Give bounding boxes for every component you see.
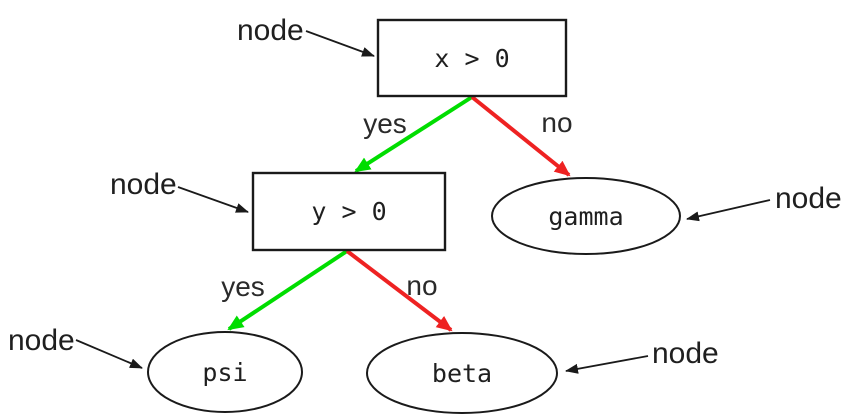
gamma-ellipse <box>491 177 681 255</box>
internal-label: y > 0 <box>311 197 386 226</box>
node-root: x > 0 <box>376 18 568 98</box>
root-label: x > 0 <box>434 44 509 73</box>
annotations: node node node node node <box>8 14 842 374</box>
psi-label: psi <box>202 358 247 387</box>
edge-internal-yes <box>227 249 349 331</box>
annotation-label-gamma: node <box>775 182 842 215</box>
node-gamma: gamma <box>491 177 681 255</box>
annotation-arrow-internal <box>177 186 249 213</box>
node-psi: psi <box>147 331 303 413</box>
beta-ellipse <box>366 332 558 414</box>
node-internal: y > 0 <box>251 171 447 252</box>
edge-label-root-no: no <box>541 107 572 138</box>
annotation-label-internal: node <box>110 168 177 201</box>
annotation-label-psi: node <box>8 324 75 357</box>
annotation-arrow-psi <box>75 339 143 369</box>
root-rectangle <box>376 18 568 98</box>
psi-ellipse <box>147 331 303 413</box>
internal-rectangle <box>251 171 447 252</box>
annotation-label-beta: node <box>652 337 719 370</box>
edge-root-yes <box>354 95 474 173</box>
annotation-arrow-gamma <box>686 199 771 222</box>
edges: yes no yes no <box>221 95 573 332</box>
edge-root-no <box>470 95 571 177</box>
edge-label-internal-no: no <box>406 270 437 301</box>
annotation-label-root: node <box>237 14 304 47</box>
edge-label-internal-yes: yes <box>221 271 265 302</box>
edge-label-root-yes: yes <box>363 108 407 139</box>
nodes: x > 0 y > 0 gamma psi beta <box>147 18 681 414</box>
annotation-arrow-beta <box>565 355 649 374</box>
gamma-label: gamma <box>548 202 623 231</box>
annotation-arrow-root <box>305 30 375 57</box>
edge-internal-no <box>345 249 453 332</box>
beta-label: beta <box>432 359 492 388</box>
node-beta: beta <box>366 332 558 414</box>
